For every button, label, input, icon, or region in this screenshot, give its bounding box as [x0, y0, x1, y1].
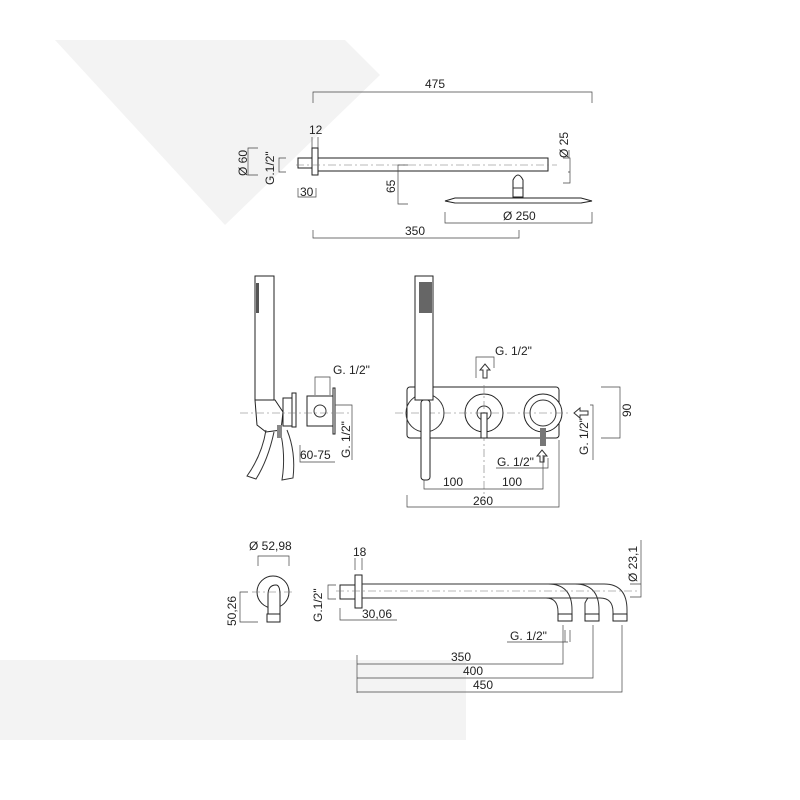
inlet-arrow-up-icon [478, 363, 492, 379]
dim-thread-side: G. 1/2" [339, 421, 353, 458]
dim-thread-top-front: G. 1/2" [495, 344, 532, 358]
mixer-front-view: G. 1/2" 90 G. 1/2" G. 1/2" 100 100 260 [395, 275, 634, 508]
dim-head-drop: 65 [384, 179, 398, 193]
dim-height: 90 [620, 403, 634, 417]
dim-stub-length: 30 [300, 185, 314, 199]
dim-spacing-left: 100 [443, 475, 463, 489]
dim-spacing-right: 100 [502, 475, 522, 489]
dim-thread-side-front: G. 1/2" [577, 418, 591, 455]
dim-head-diameter: Ø 250 [503, 209, 536, 223]
dim-flange-thickness: 12 [309, 123, 323, 137]
dim-rosette-height: 50,26 [225, 596, 239, 626]
mixer-side-view: G. 1/2" 60-75 G. 1/2" [240, 275, 370, 481]
dim-overall-length: 475 [425, 77, 445, 91]
dim-arm-diameter: Ø 25 [557, 132, 571, 158]
dim-pipe-diameter: Ø 23,1 [626, 546, 640, 582]
dim-flange-thickness-spout: 18 [353, 545, 367, 559]
dim-thread-top-side: G. 1/2" [333, 363, 370, 377]
spout-drawing: Ø 52,98 50,26 18 G.1/2" 30,06 G. 1/2" Ø … [225, 539, 642, 693]
dim-length-400: 400 [463, 664, 483, 678]
dim-stub-length-spout: 30,06 [362, 607, 392, 621]
watermark-band [0, 660, 466, 740]
dim-depth: 60-75 [300, 448, 331, 462]
watermark-shape [55, 40, 380, 225]
dim-rosette-diameter: Ø 52,98 [249, 539, 292, 553]
dim-length-450: 450 [473, 678, 493, 692]
dim-length-350: 350 [451, 650, 471, 664]
dim-thread-outlet: G. 1/2" [510, 629, 547, 643]
dim-plate-width: 260 [473, 494, 493, 508]
dim-thread-inlet: G.1/2" [311, 588, 325, 622]
dim-flange-diameter: Ø 60 [236, 150, 250, 176]
inlet-arrow-up-bottom-icon [535, 449, 549, 463]
dim-projection: 350 [405, 224, 425, 238]
overhead-shower-drawing: 475 12 Ø 60 G.1/2" 30 65 Ø 25 Ø 250 350 [236, 77, 593, 239]
inlet-arrow-left-icon [573, 406, 589, 420]
dim-thread: G.1/2" [263, 151, 277, 185]
dim-thread-bottom: G. 1/2" [497, 455, 534, 469]
